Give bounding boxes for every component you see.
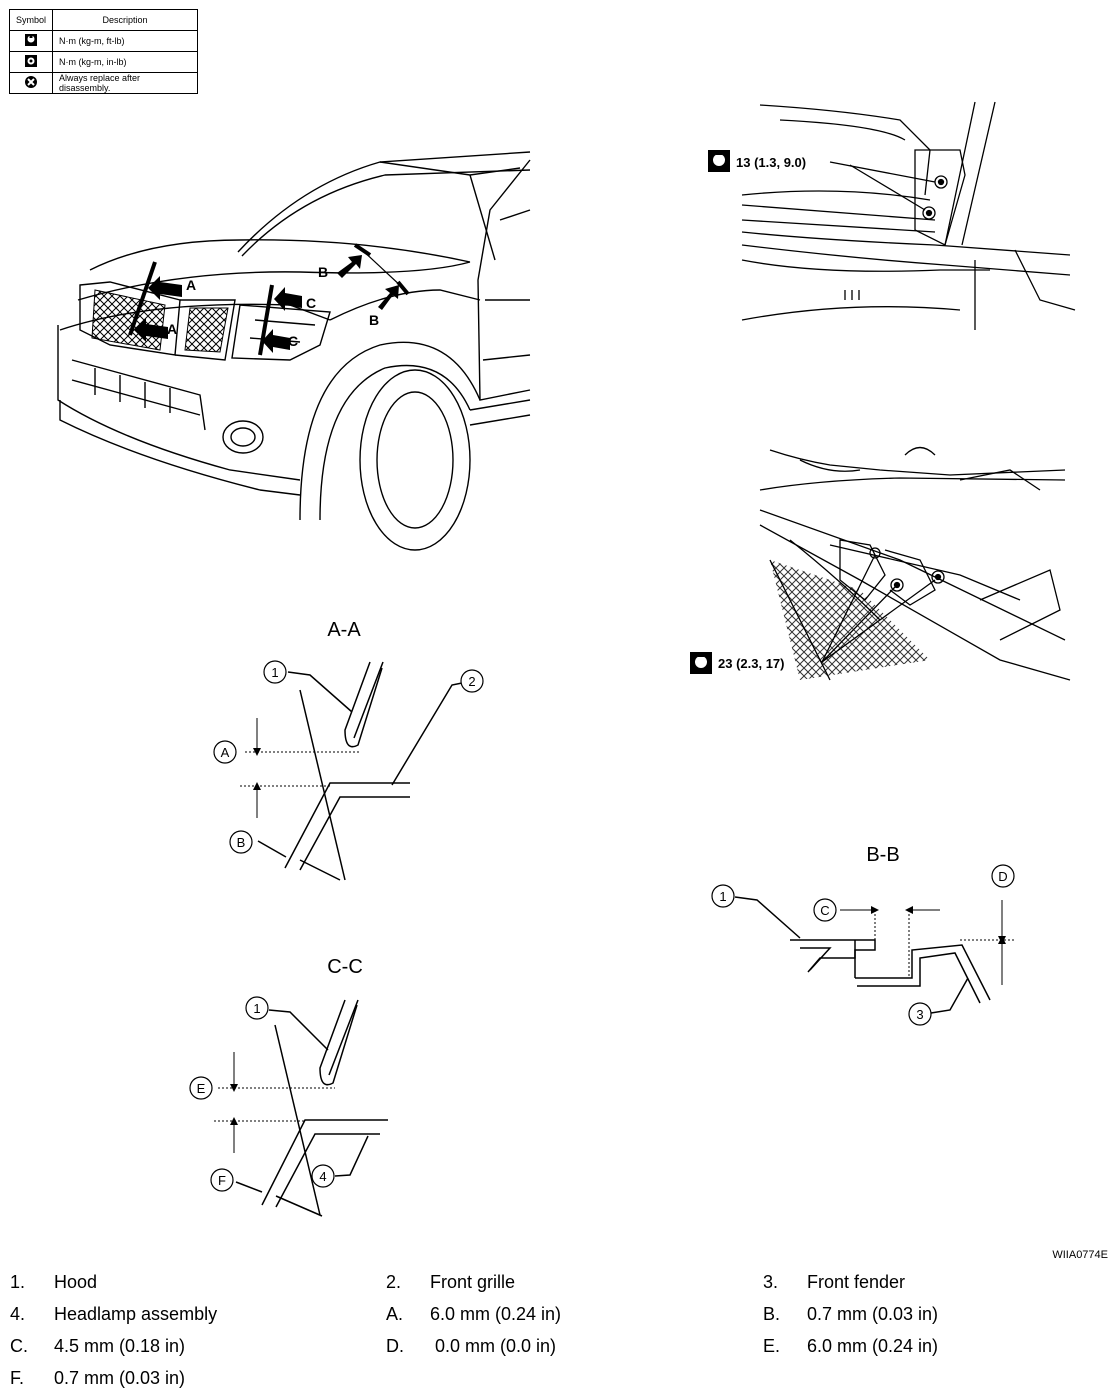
section-cc-callouts: 1 4 E F [189, 996, 335, 1192]
legend-item: 3.Front fender [763, 1272, 906, 1292]
arrow-a-lower [134, 318, 168, 342]
section-aa-drawing [257, 661, 463, 881]
section-cc-drawing [235, 999, 388, 1217]
figure-code: WIIA0774E [1052, 1249, 1108, 1261]
section-aa-title: A-A [327, 619, 361, 641]
latch-view [759, 446, 1071, 681]
section-arrows [134, 255, 399, 353]
bb-callout-c: C [820, 903, 829, 918]
cc-callout-1: 1 [253, 1001, 260, 1016]
aa-callout-a: A [221, 745, 230, 760]
section-arrow-labels: A A B B C C [167, 264, 379, 349]
label-a-upper: A [186, 277, 196, 293]
aa-callout-2: 2 [468, 674, 475, 689]
latch-mesh [770, 560, 930, 680]
arrow-c-lower [262, 329, 290, 353]
section-bb-title: B-B [866, 844, 899, 866]
bb-callout-1: 1 [719, 889, 726, 904]
hinge-torque-icon [708, 150, 730, 172]
cc-callout-f: F [218, 1173, 226, 1188]
arrow-b-upper [337, 255, 362, 278]
arrow-b-lower [378, 285, 399, 310]
section-bb-dims [840, 900, 1015, 985]
symbol-desc-3: Always replace after disassembly. [52, 72, 199, 94]
hinge-torque-callout: 13 (1.3, 9.0) [708, 150, 806, 172]
legend-item: E.6.0 mm (0.24 in) [763, 1336, 939, 1356]
torque-wrench-icon [8, 30, 54, 52]
arrow-c-upper [274, 287, 302, 311]
aa-callout-1: 1 [271, 665, 278, 680]
arrow-a-upper [148, 276, 182, 300]
latch-torque-value: 23 (2.3, 17) [718, 656, 785, 671]
legend-item: B.0.7 mm (0.03 in) [763, 1304, 939, 1324]
symbol-table: Symbol Description N·m (kg-m, ft-lb) N·m… [8, 9, 199, 94]
section-cc-dims [214, 1052, 335, 1153]
legend-item: D. 0.0 mm (0.0 in) [386, 1336, 557, 1356]
hinge-torque-value: 13 (1.3, 9.0) [736, 155, 806, 170]
vehicle-front-view [57, 151, 531, 551]
cc-callout-4: 4 [319, 1169, 326, 1184]
label-a-lower: A [167, 321, 177, 337]
section-bb-callouts: 1 3 C D [711, 864, 1015, 1026]
label-b-upper: B [318, 264, 328, 280]
label-c-lower: C [288, 333, 298, 349]
bb-callout-3: 3 [916, 1007, 923, 1022]
label-b-lower: B [369, 312, 379, 328]
legend-item: A.6.0 mm (0.24 in) [386, 1304, 562, 1324]
aa-callout-b: B [237, 835, 246, 850]
section-connector-lines [359, 247, 404, 289]
bb-callout-d: D [998, 869, 1007, 884]
latch-torque-callout: 23 (2.3, 17) [690, 652, 785, 674]
service-diagram: A A B B C C 13 (1.3, 9.0) [57, 101, 1076, 1217]
legend-item: 4.Headlamp assembly [10, 1304, 218, 1324]
legend-item: C.4.5 mm (0.18 in) [10, 1336, 186, 1356]
hinge-view [741, 101, 1076, 330]
section-aa-callouts: 1 2 A B [213, 660, 484, 854]
replace-part-icon [8, 72, 54, 94]
cc-callout-e: E [197, 1081, 206, 1096]
legend-item: 2.Front grille [386, 1272, 516, 1292]
latch-torque-icon [690, 652, 712, 674]
section-cc-title: C-C [327, 956, 363, 978]
label-c-upper: C [306, 295, 316, 311]
legend-item: 1.Hood [10, 1272, 98, 1292]
section-aa-dims [240, 718, 360, 818]
legend-item: F.0.7 mm (0.03 in) [10, 1368, 186, 1388]
section-bb-drawing [734, 896, 991, 1014]
